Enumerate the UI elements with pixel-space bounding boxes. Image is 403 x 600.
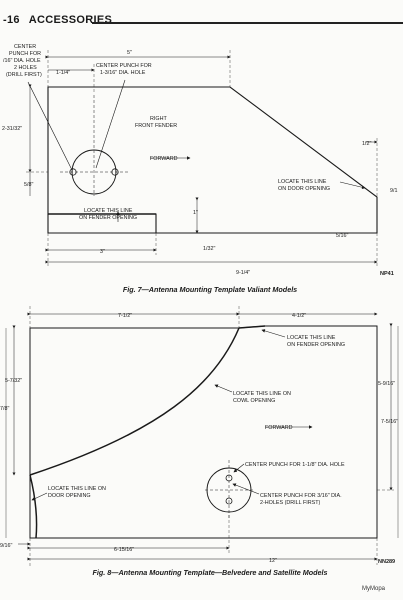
fig7-template — [26, 50, 378, 268]
fig8-label: 2-HOLES (DRILL FIRST) — [260, 500, 321, 506]
fig7-dim: 5/8" — [24, 182, 33, 188]
fig7-dim: 3" — [100, 249, 105, 255]
fig7-label: FORWARD — [150, 156, 178, 162]
fig7-labels: CENTER PUNCH FOR /16" DIA. HOLE 2 HOLES … — [2, 44, 398, 276]
fig7-label: CENTER PUNCH FOR — [96, 63, 152, 69]
fig7-label: LOCATE THIS LINE — [84, 208, 133, 214]
fig7-label: FRONT FENDER — [135, 123, 177, 129]
fig7-dim: 2-31/32" — [2, 126, 22, 132]
fig7-label: CENTER — [14, 44, 36, 50]
fig8-label: DOOR OPENING — [48, 493, 91, 499]
watermark-credit: MyMopa — [362, 586, 386, 592]
fig7-dim: 5" — [127, 50, 132, 56]
fig7-dim: 9/1 — [390, 188, 398, 194]
fig8-door-line — [29, 474, 38, 539]
header-rule — [92, 22, 403, 24]
fig8-label: COWL OPENING — [233, 398, 275, 404]
fig7-label: PUNCH FOR — [9, 51, 41, 57]
page-number: -16 — [3, 14, 20, 26]
fig8-label: ON FENDER OPENING — [287, 342, 345, 348]
fig7-dim: 9-1/4" — [236, 270, 250, 276]
fig7-dim: 5/16" — [336, 233, 348, 239]
fig7-label: RIGHT — [150, 116, 167, 122]
fig8-caption: Fig. 8—Antenna Mounting Template—Belvede… — [92, 568, 328, 577]
fig8-dim: 12" — [269, 558, 277, 564]
section-title: ACCESSORIES — [28, 14, 113, 26]
fig7-label: ON DOOR OPENING — [278, 186, 330, 192]
fig8-template — [5, 306, 399, 566]
fig8-label: LOCATE THIS LINE — [287, 335, 336, 341]
page-header: -16 ACCESSORIES — [3, 14, 112, 26]
fig8-label: FORWARD — [265, 425, 293, 431]
fig7-label: 2 HOLES — [14, 65, 37, 71]
fig7-label: 1-3/16" DIA. HOLE — [100, 70, 146, 76]
fig8-dim: 9/16" — [0, 543, 12, 549]
fig8-code: NN289 — [378, 559, 396, 565]
fig8-label: LOCATE THIS LINE ON — [233, 391, 291, 397]
fig7-dim: 1/32" — [203, 246, 215, 252]
fig8-label: CENTER PUNCH FOR 1-1/8" DIA. HOLE — [245, 462, 345, 468]
fig8-labels: LOCATE THIS LINE ON FENDER OPENING LOCAT… — [0, 313, 398, 564]
fig8-dim: 7-1/2" — [118, 313, 132, 319]
fig7-dim: 1/2" — [362, 141, 371, 147]
fig7-code: NP41 — [380, 271, 394, 277]
fig7-caption: Fig. 7—Antenna Mounting Template Valiant… — [122, 285, 298, 294]
fig8-label: LOCATE THIS LINE ON — [48, 486, 106, 492]
fig8-dim: 5-7/32" — [5, 378, 22, 384]
fig8-cowl-line — [29, 327, 240, 476]
fig8-dim: 7/8" — [0, 406, 9, 412]
fig8-label: CENTER PUNCH FOR 3/16" DIA. — [260, 493, 342, 499]
fig8-dim: 6-15/16" — [114, 547, 134, 553]
fig7-label: ON FENDER OPENING — [79, 215, 137, 221]
fig7-label: (DRILL FIRST) — [6, 72, 42, 78]
fig8-dim: 5-9/16" — [378, 381, 395, 387]
fig7-label: LOCATE THIS LINE — [278, 179, 327, 185]
fig7-label: /16" DIA. HOLE — [3, 58, 41, 64]
fig7-dim: 1-1/4" — [56, 70, 70, 76]
fig8-frame — [29, 325, 378, 539]
fig8-dim: 4-1/2" — [292, 313, 306, 319]
fig7-dim: 1" — [193, 210, 198, 216]
fig8-dim: 7-5/16" — [381, 419, 398, 425]
